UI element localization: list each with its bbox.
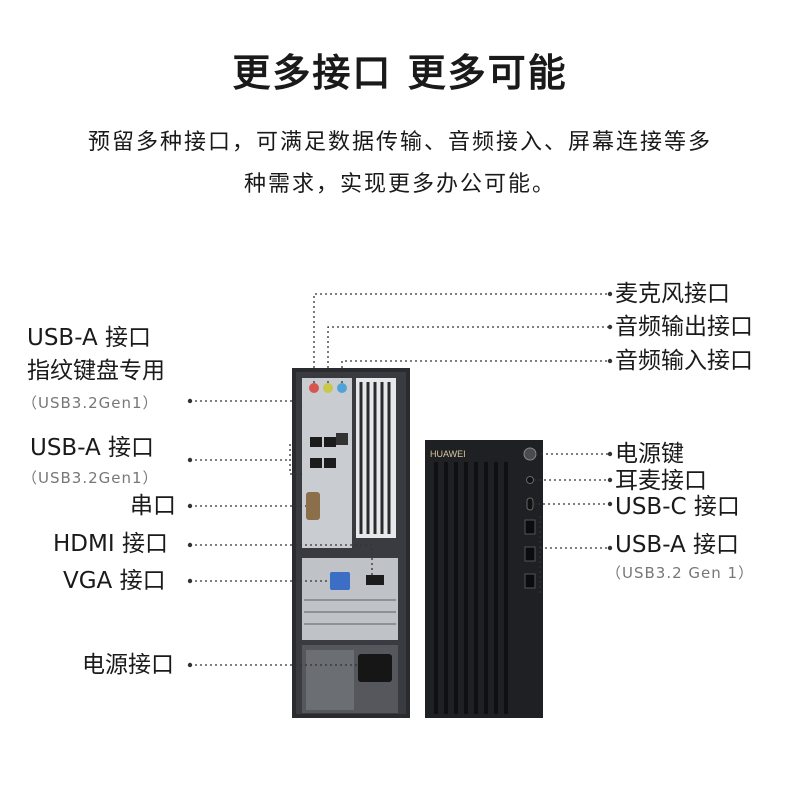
front-chassis [425,440,543,718]
label-usb-a-fingerprint-line1: USB-A 接口 [27,325,152,351]
page-title: 更多接口 更多可能 [232,51,568,95]
description-line-2: 种需求，实现更多办公可能。 [243,172,556,197]
label-audio-in: 音频输入接口 [615,348,753,374]
rear-chassis [292,368,410,718]
label-power-socket: 电源接口 [82,652,174,678]
serial-port [306,492,320,520]
description-line-1: 预留多种接口，可满足数据传输、音频接入、屏幕连接等多 [87,130,712,155]
label-headset: 耳麦接口 [615,468,707,494]
label-vga: VGA 接口 [63,568,166,594]
headset-jack [526,476,534,484]
power-socket [358,654,392,682]
label-front-usb-a-spec: （USB3.2 Gen 1） [606,564,755,582]
label-hdmi: HDMI 接口 [53,531,168,557]
label-mic: 麦克风接口 [615,281,730,307]
power-button [523,447,537,461]
label-usb-a-spec: （USB3.2Gen1） [22,469,159,487]
vga-port [330,572,350,590]
label-audio-out: 音频输出接口 [615,314,753,340]
label-serial: 串口 [130,493,176,519]
label-usb-c: USB-C 接口 [615,494,740,520]
label-usb-a: USB-A 接口 [30,435,155,461]
hdmi-port [366,575,384,585]
label-usb-a-fingerprint-line2: 指纹键盘专用 [27,358,165,384]
label-front-usb-a: USB-A 接口 [615,532,740,558]
usb-c-port [526,497,534,511]
label-usb-a-fingerprint-spec: （USB3.2Gen1） [22,394,159,412]
audio-out-jack [323,383,333,393]
audio-in-jack [337,383,347,393]
mic-jack [309,383,319,393]
brand-logo: HUAWEI [430,449,466,459]
label-power-key: 电源键 [615,441,684,467]
description: 预留多种接口，可满足数据传输、音频接入、屏幕连接等多 种需求，实现更多办公可能。 [50,122,750,206]
